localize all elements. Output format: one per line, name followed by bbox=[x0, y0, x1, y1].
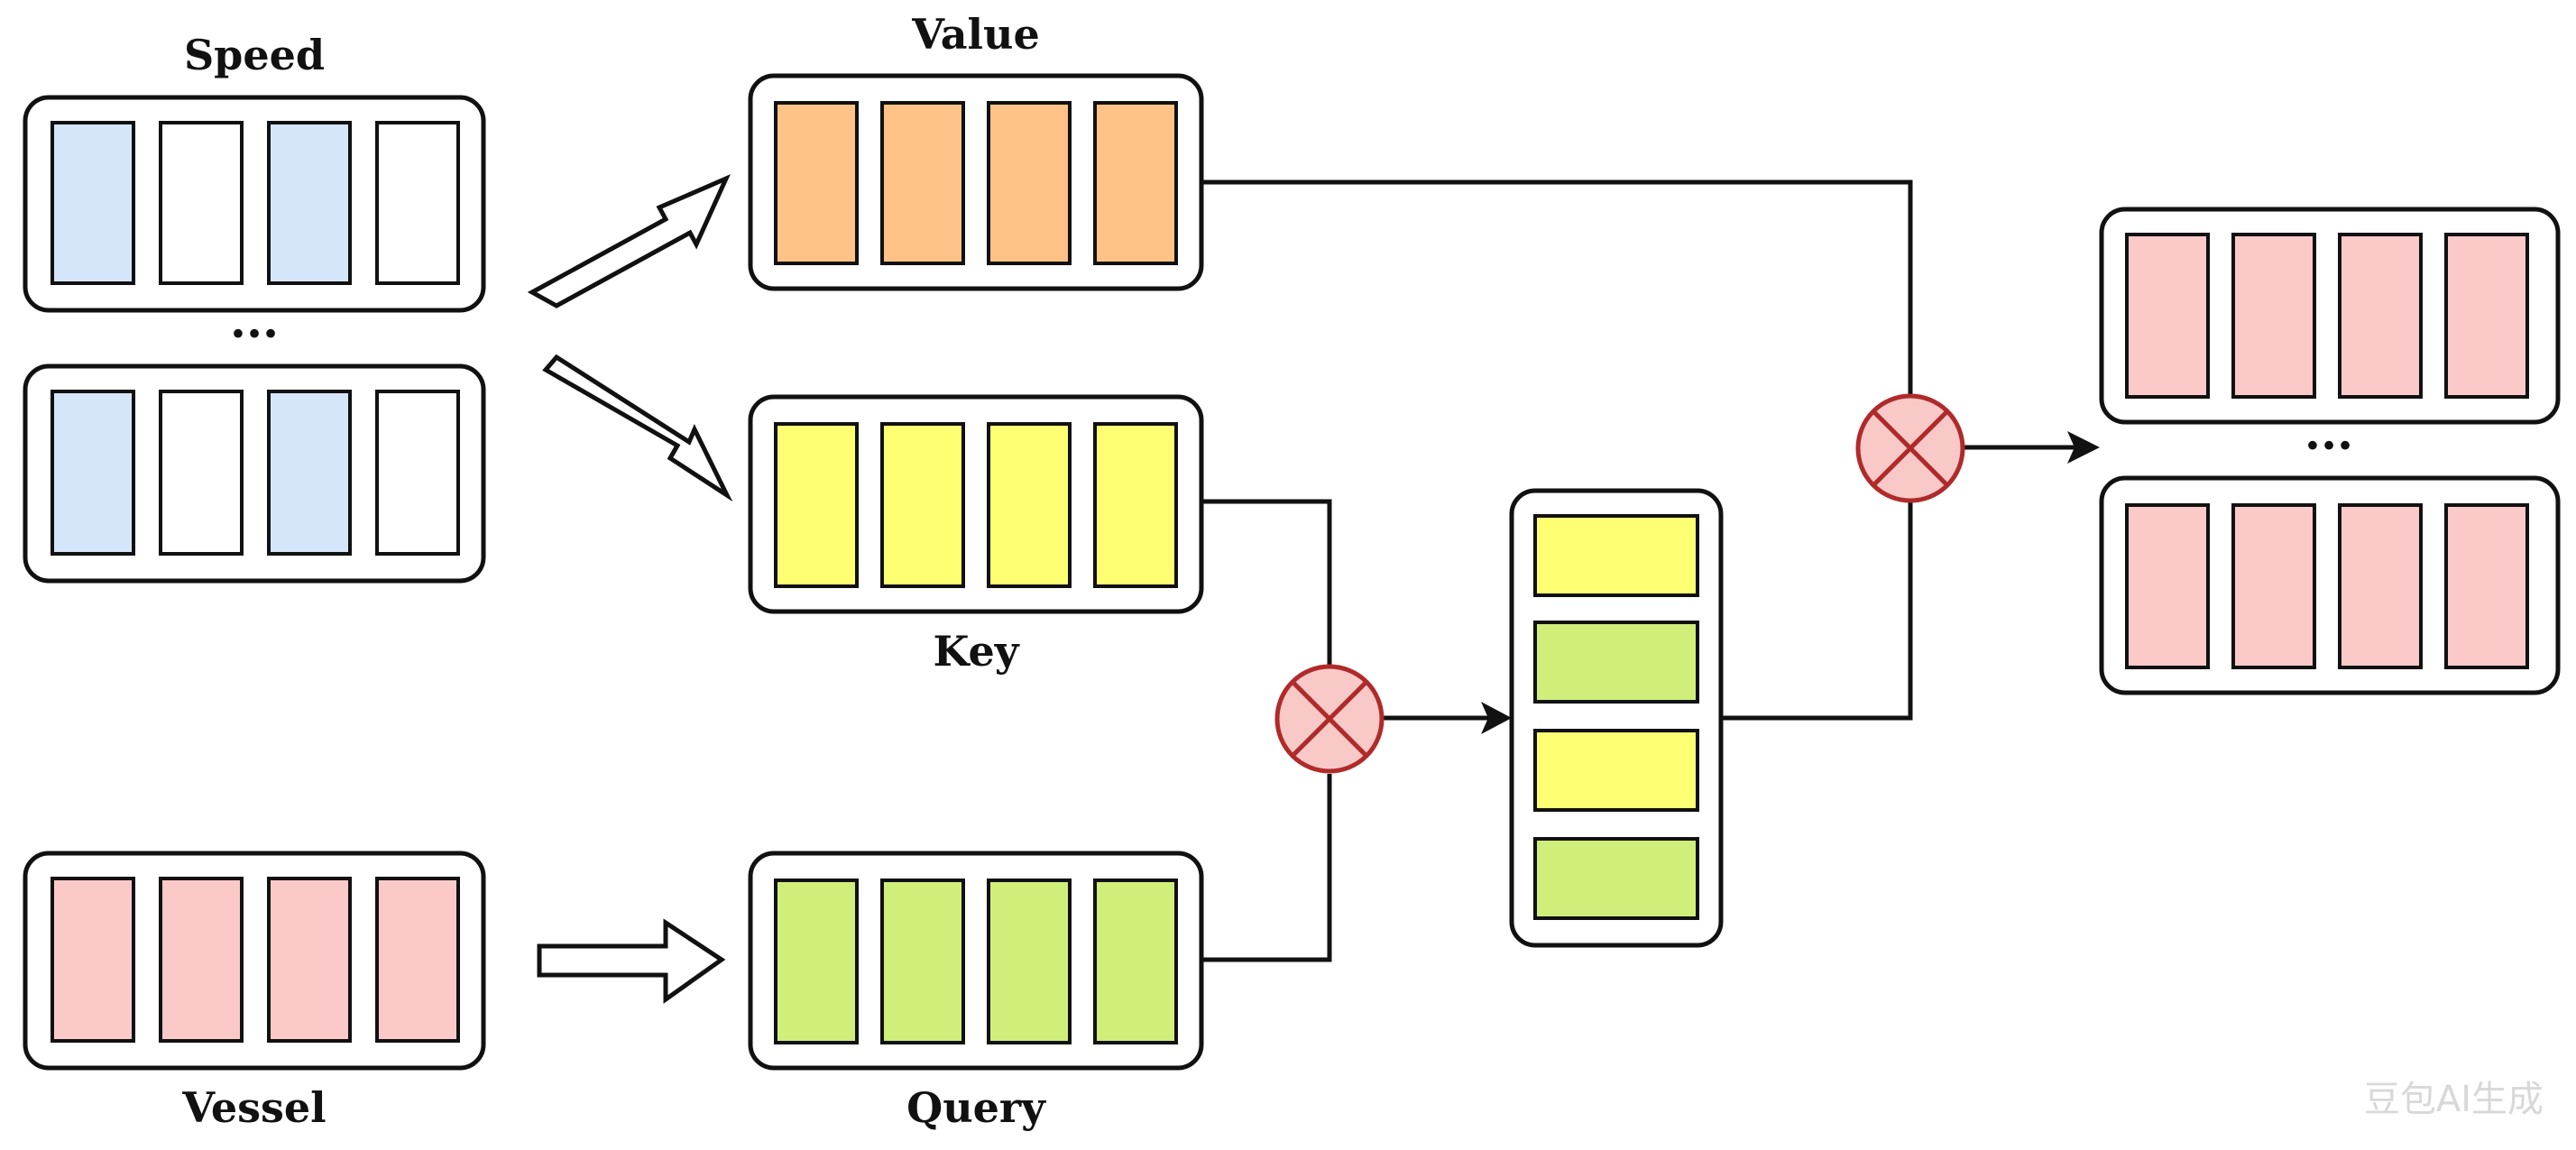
output-vector-bottom bbox=[2099, 475, 2561, 695]
speed-label: Speed bbox=[184, 31, 325, 79]
query-vector bbox=[748, 851, 1204, 1071]
weights-to-multiply-line bbox=[1721, 500, 1913, 721]
query-label: Query bbox=[906, 1083, 1046, 1132]
connector-lines bbox=[1201, 179, 1913, 962]
speed-vector-bottom bbox=[23, 363, 486, 584]
vessel-label: Vessel bbox=[181, 1083, 326, 1132]
speed-ellipsis: ··· bbox=[230, 307, 279, 362]
output-vector-top bbox=[2099, 207, 2561, 425]
vessel-vector bbox=[23, 851, 486, 1071]
query-to-multiply-line bbox=[1201, 774, 1332, 962]
arrow-to-weights bbox=[1382, 702, 1512, 734]
output-ellipsis: ··· bbox=[2305, 419, 2353, 474]
key-vector bbox=[748, 394, 1204, 614]
attention-weights-vector bbox=[1509, 488, 1724, 948]
speed-vector-top bbox=[23, 95, 486, 313]
key-to-multiply-line bbox=[1201, 499, 1332, 666]
projection-arrow-query bbox=[537, 918, 726, 1004]
value-vector bbox=[748, 73, 1204, 291]
value-label: Value bbox=[911, 10, 1039, 59]
arrow-to-output bbox=[1963, 431, 2100, 464]
multiply-icon-key-query bbox=[1274, 664, 1385, 774]
value-to-multiply-line bbox=[1201, 179, 1913, 400]
multiply-icon-weights-value bbox=[1855, 393, 1965, 503]
projection-arrow-value bbox=[527, 174, 731, 308]
key-label: Key bbox=[934, 627, 1020, 676]
watermark: 豆包AI生成 bbox=[2364, 1079, 2544, 1120]
projection-arrow-key bbox=[542, 354, 733, 502]
